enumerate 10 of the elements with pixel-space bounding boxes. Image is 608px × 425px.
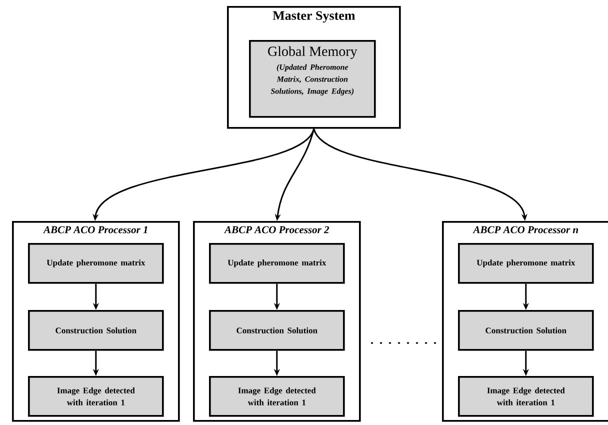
process-box: Construction Solution [458,310,594,351]
process-box: Image Edge detected with iteration 1 [28,376,164,417]
process-box: Update pheromone matrix [458,242,594,284]
process-box: Update pheromone matrix [209,242,345,284]
process-box: Construction Solution [209,310,345,351]
process-box: Image Edge detected with iteration 1 [209,376,345,417]
process-box: Image Edge detected with iteration 1 [458,376,594,417]
process-box: Construction Solution [28,310,164,351]
process-box: Update pheromone matrix [28,242,164,284]
memory-box: Global Memory (Updated Pheromone Matrix, Construction Solutions, Image Edges) [249,40,376,118]
